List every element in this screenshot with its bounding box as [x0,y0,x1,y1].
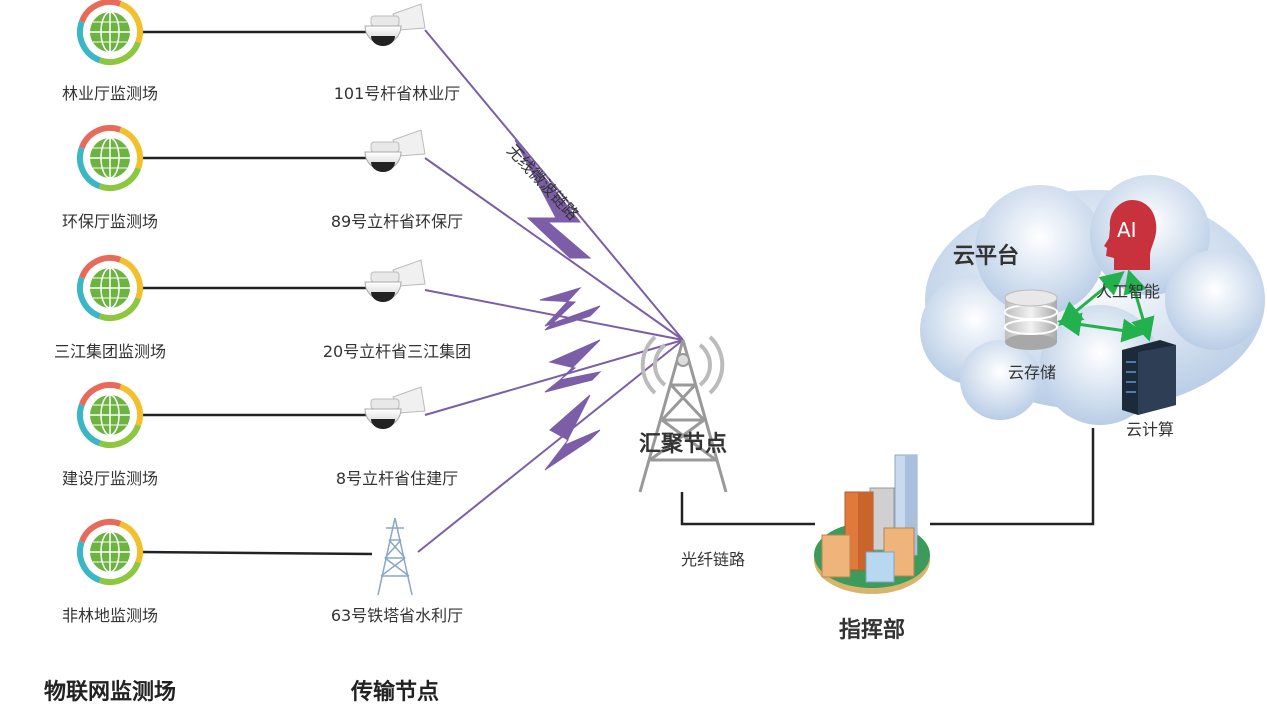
aggregation-node-label: 汇聚节点 [638,432,728,457]
node-label: 101号杆省林业厅 [333,84,461,103]
globe-icon [77,382,143,448]
globe-icon [77,519,143,585]
compute-label: 云计算 [1125,420,1175,439]
dome-camera-icon [364,386,426,429]
dome-camera-icon [364,129,426,172]
fiber-link-label: 光纤链路 [680,550,746,569]
globe-icon [77,125,143,191]
node-label: 89号立杆省环保厅 [330,212,464,231]
dome-camera-icon [364,259,426,302]
transmission-tower-icon [377,517,413,596]
storage-label: 云存储 [1007,363,1057,382]
node-label: 8号立杆省住建厅 [335,469,459,488]
globe-icon [77,255,143,321]
site-label: 环保厅监测场 [61,212,159,231]
nodes-column-title: 传输节点 [350,680,440,705]
cloud-arrows [1057,269,1155,343]
node-label: 20号立杆省三江集团 [322,342,472,361]
cloud-title: 云平台 [952,244,1020,269]
site-label: 三江集团监测场 [53,342,167,361]
sites-column-title: 物联网监测场 [43,680,177,705]
globe-icon [77,0,143,65]
storage-icon [1004,289,1058,350]
ai-label: 人工智能 [1095,282,1161,301]
cloud-background [920,175,1265,425]
site-label: 非林地监测场 [61,606,159,625]
ai-head-icon [1104,200,1157,270]
wireless-links [417,29,684,553]
server-icon [1122,340,1176,415]
dome-camera-icon [364,3,426,46]
fiber-links [680,428,1095,526]
site-links [139,30,373,556]
node-label: 63号铁塔省水利厅 [330,606,464,625]
site-label: 林业厅监测场 [61,84,159,103]
command-center-icon [814,454,930,594]
site-label: 建设厅监测场 [61,469,159,488]
command-center-label: 指挥部 [838,618,906,643]
aggregation-tower-icon [638,335,728,493]
ai-badge: AI [1117,218,1137,242]
